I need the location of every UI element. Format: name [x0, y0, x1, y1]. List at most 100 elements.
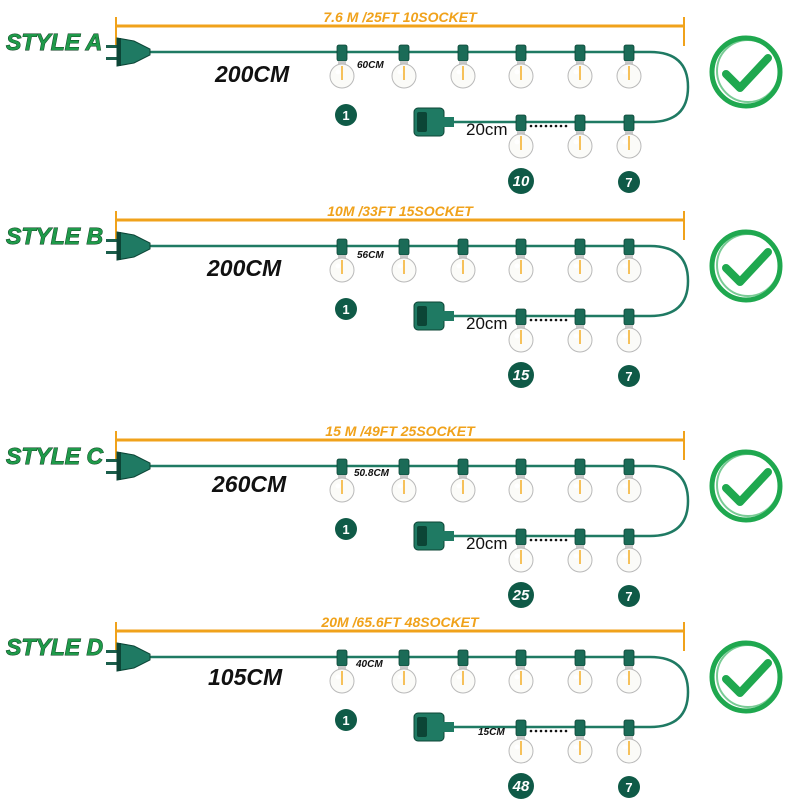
bulb-highlight [397, 674, 403, 680]
bulb-socket [623, 528, 635, 546]
bulb-highlight [573, 483, 579, 489]
bulb-base [459, 666, 467, 670]
bulb-socket [336, 238, 348, 256]
plug-prong [106, 45, 118, 48]
first-bulb-badge-circle [335, 298, 357, 320]
bulb-base [625, 545, 633, 549]
plug-face [117, 232, 121, 260]
check-ring [709, 229, 783, 303]
bulb-socket [623, 719, 635, 737]
first-bulb-badge: 1 [342, 302, 349, 317]
bulb [508, 44, 534, 89]
bulb-socket [398, 458, 410, 476]
bulb-base [625, 325, 633, 329]
bulb-base [576, 666, 584, 670]
lead-length-label: 200CM [214, 61, 290, 87]
socket-neck [442, 722, 454, 732]
bulb-socket [336, 44, 348, 62]
bulb [450, 458, 476, 503]
bulb-socket [515, 114, 527, 132]
ellipsis-dot [564, 124, 568, 128]
plug-face [117, 38, 121, 66]
ellipsis-dot [554, 729, 558, 733]
last-bulb-badge: 15 [513, 367, 530, 384]
bulb-base [400, 61, 408, 65]
bulb [567, 528, 593, 573]
bulb-socket [574, 308, 586, 326]
bulb-highlight [397, 263, 403, 269]
row-end-badge: 7 [625, 175, 632, 190]
ellipsis-dot [529, 729, 533, 733]
length-label: 7.6 M /25FT 10SOCKET [323, 9, 478, 25]
ellipsis-dot [544, 124, 548, 128]
bulb-highlight [456, 674, 462, 680]
row-end-badge-circle [618, 171, 640, 193]
bulb-base [576, 325, 584, 329]
check-ring-inner [716, 233, 780, 297]
cable [150, 464, 690, 538]
bulb-spacing-label: 56CM [357, 250, 384, 261]
last-bulb-badge-circle [508, 582, 534, 608]
bulb-highlight [573, 674, 579, 680]
bulb-highlight [456, 263, 462, 269]
bulb-highlight [622, 674, 628, 680]
plug-face [117, 643, 121, 671]
bulb [567, 458, 593, 503]
bulb [616, 44, 642, 89]
first-bulb-badge: 1 [342, 713, 349, 728]
bulb-socket [515, 719, 527, 737]
cable [150, 244, 690, 318]
plug-body [116, 451, 151, 481]
bulb-highlight [622, 553, 628, 559]
bulb-socket [574, 719, 586, 737]
bulb-highlight [622, 744, 628, 750]
row-end-badge: 7 [625, 780, 632, 795]
check-mark [722, 54, 772, 92]
cable [150, 50, 690, 124]
row-end-badge-circle [618, 776, 640, 798]
bulb-highlight [514, 69, 520, 75]
first-bulb-badge: 1 [342, 108, 349, 123]
bulb [329, 238, 355, 283]
bulb-base [338, 255, 346, 259]
bulb-base [576, 736, 584, 740]
plug-prong [106, 57, 118, 60]
bulb-base [338, 475, 346, 479]
ellipsis-dot [559, 124, 563, 128]
row-end-badge-circle [618, 365, 640, 387]
last-bulb-badge-circle [508, 773, 534, 799]
bulb [616, 114, 642, 159]
bulb [391, 238, 417, 283]
bulb-socket [515, 528, 527, 546]
bulb-socket [457, 44, 469, 62]
plug-prong [106, 239, 118, 242]
ellipsis-dot [559, 318, 563, 322]
bulb-base [400, 475, 408, 479]
bulb-socket [515, 308, 527, 326]
bulb-socket [623, 649, 635, 667]
bulb-highlight [335, 69, 341, 75]
ellipsis-dot [539, 318, 543, 322]
bulb-socket [457, 238, 469, 256]
ellipsis-dot [529, 318, 533, 322]
bulb-base [625, 736, 633, 740]
plug-prong [106, 251, 118, 254]
bulb-highlight [622, 483, 628, 489]
row-end-badge: 7 [625, 369, 632, 384]
ellipsis-dot [539, 729, 543, 733]
ellipsis-dot [539, 124, 543, 128]
bulb [616, 458, 642, 503]
bulb-highlight [397, 483, 403, 489]
bulb-highlight [456, 69, 462, 75]
bulb-base [338, 666, 346, 670]
lead-length-label: 105CM [208, 664, 283, 690]
bulb-base [400, 255, 408, 259]
bulb [450, 44, 476, 89]
socket-face [417, 717, 427, 737]
bulb-highlight [335, 483, 341, 489]
socket-neck [442, 311, 454, 321]
bulb-highlight [514, 674, 520, 680]
